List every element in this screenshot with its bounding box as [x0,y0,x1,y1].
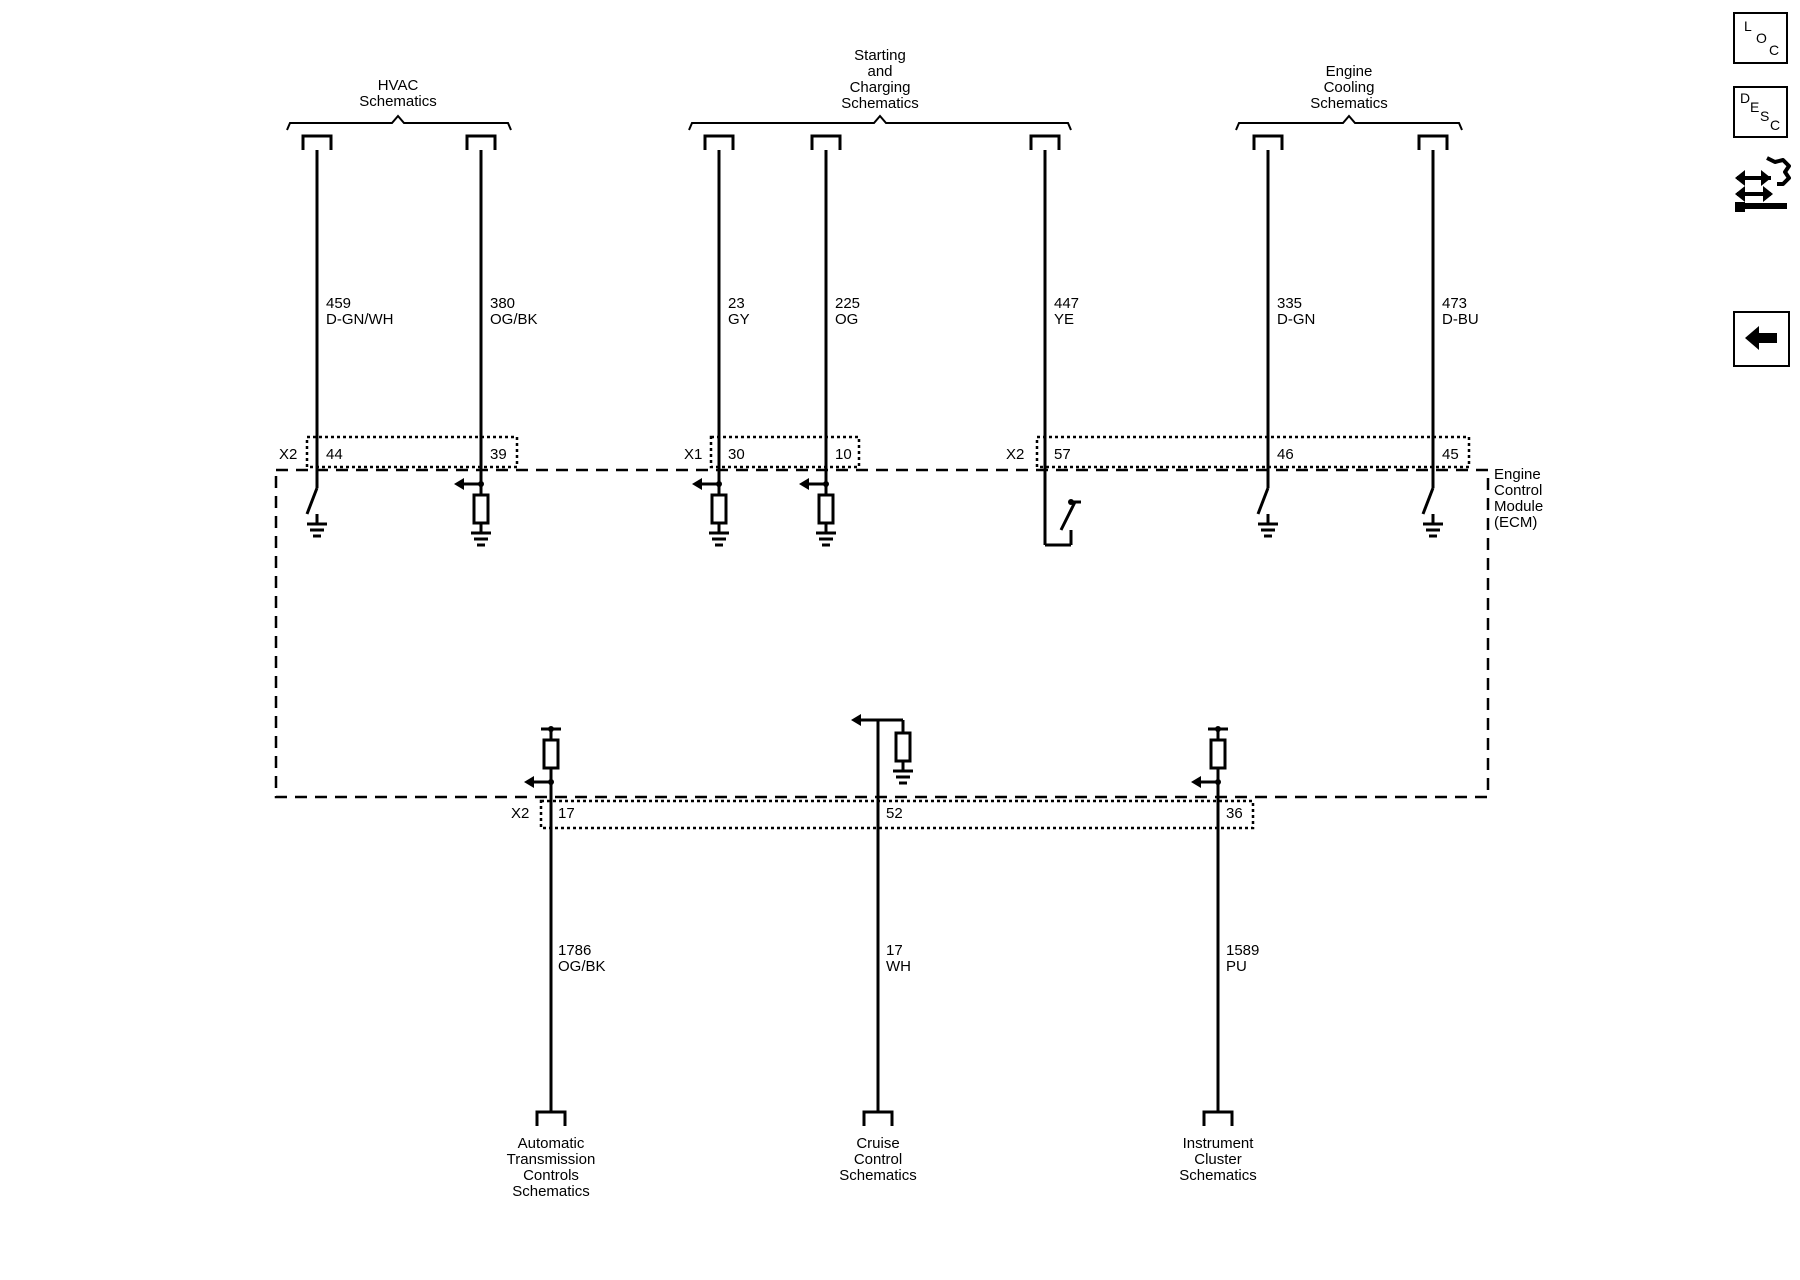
ref-cluster-line1: Instrument [1183,1135,1255,1152]
wire-color: WH [886,958,911,975]
pullup-resistor-36 [1191,726,1228,1112]
switch-loop-57 [1045,499,1081,547]
ref-hvac[interactable]: HVAC Schematics [286,77,512,131]
ref-hvac-line2: Schematics [359,93,437,110]
ecm-label-line4: (ECM) [1494,514,1537,531]
top-circuit-labels: 459 D-GN/WH 380 OG/BK 23 GY 225 OG 447 Y… [326,295,1479,328]
pin-number: 17 [558,805,575,822]
pin-number: 39 [490,446,507,463]
ref-starting-line2: and [867,63,892,80]
wire-color: PU [1226,958,1247,975]
circuit-number: 473 [1442,295,1467,312]
connector-id: X2 [1006,446,1024,463]
ecm-boundary [274,468,1490,799]
pin-number: 44 [326,446,343,463]
ref-starting-line4: Schematics [841,95,919,112]
switch-to-ground-45 [1421,487,1443,538]
ref-trans-line3: Controls [523,1167,579,1184]
ref-cooling-line3: Schematics [1310,95,1388,112]
ref-cooling-line1: Engine [1326,63,1373,80]
circuit-number: 1589 [1226,942,1259,959]
desc-letter-e: E [1750,99,1760,115]
back-button[interactable] [1733,311,1790,367]
pullup-resistor-17 [524,726,561,1112]
circuit-number: 380 [490,295,515,312]
service-wrench-arrows-icon[interactable] [1731,154,1791,222]
wire-color: OG/BK [490,311,538,328]
top-connectors: X2 X1 X2 44 39 30 10 57 46 45 [279,435,1471,469]
loc-button[interactable]: L O C [1733,12,1788,64]
ecm-label: Engine Control Module (ECM) [1494,466,1543,531]
desc-letter-c: C [1770,117,1781,133]
ref-starting-line1: Starting [854,47,906,64]
switch-to-ground-46 [1256,487,1278,538]
circuit-number: 225 [835,295,860,312]
wire-color: GY [728,311,750,328]
top-terminals [301,134,1449,150]
pin-number: 52 [886,805,903,822]
ref-starting-line3: Charging [850,79,911,96]
wire-color: YE [1054,311,1074,328]
desc-letter-s: S [1760,108,1770,124]
pulldown-resistor-39 [454,478,491,547]
pulldown-resistor-52 [851,714,913,1112]
circuit-number: 459 [326,295,351,312]
bottom-connector: X2 17 52 36 [511,799,1255,830]
pin-number: 30 [728,446,745,463]
circuit-number: 17 [886,942,903,959]
top-wires [315,150,1435,545]
circuit-number: 1786 [558,942,591,959]
circuit-number: 447 [1054,295,1079,312]
loc-letter-o: O [1756,30,1767,46]
circuit-number: 23 [728,295,745,312]
ref-trans-line1: Automatic [518,1135,585,1152]
ecm-label-line2: Control [1494,482,1542,499]
pin-number: 36 [1226,805,1243,822]
connector-id: X2 [511,805,529,822]
bottom-circuit-labels: 1786 OG/BK 17 WH 1589 PU [558,942,1259,975]
pulldown-resistor-30 [692,478,729,547]
back-arrow-icon [1745,326,1777,350]
ref-cluster-line2: Cluster [1194,1151,1242,1168]
wire-color: D-GN/WH [326,311,394,328]
ecm-label-line1: Engine [1494,466,1541,483]
ref-cruise-line2: Control [854,1151,902,1168]
connector-id: X2 [279,446,297,463]
ref-trans-line2: Transmission [507,1151,596,1168]
ecm-label-line3: Module [1494,498,1543,515]
circuit-number: 335 [1277,295,1302,312]
pin-number: 45 [1442,446,1459,463]
loc-letter-l: L [1744,18,1752,34]
desc-button[interactable]: D E S C [1733,86,1788,138]
connector-id: X1 [684,446,702,463]
ref-cruise-control[interactable]: Cruise Control Schematics [839,1110,917,1184]
pin-number: 57 [1054,446,1071,463]
pin-number: 46 [1277,446,1294,463]
ref-cluster-line3: Schematics [1179,1167,1257,1184]
ref-instrument-cluster[interactable]: Instrument Cluster Schematics [1179,1110,1257,1184]
wire-color: D-GN [1277,311,1315,328]
pin-number: 10 [835,446,852,463]
loc-letter-c: C [1769,42,1780,58]
ref-hvac-line1: HVAC [378,77,419,94]
pulldown-resistor-10 [799,478,836,547]
wire-color: D-BU [1442,311,1479,328]
desc-letter-d: D [1740,90,1751,106]
ref-starting-charging[interactable]: Starting and Charging Schematics [688,47,1072,131]
wire-color: OG/BK [558,958,606,975]
wire-color: OG [835,311,858,328]
ref-trans-line4: Schematics [512,1183,590,1200]
ref-cruise-line1: Cruise [856,1135,899,1152]
switch-to-ground-44 [305,487,327,538]
ref-automatic-transmission[interactable]: Automatic Transmission Controls Schemati… [507,1110,596,1200]
ref-cruise-line3: Schematics [839,1167,917,1184]
ref-engine-cooling[interactable]: Engine Cooling Schematics [1235,63,1463,131]
ref-cooling-line2: Cooling [1324,79,1375,96]
